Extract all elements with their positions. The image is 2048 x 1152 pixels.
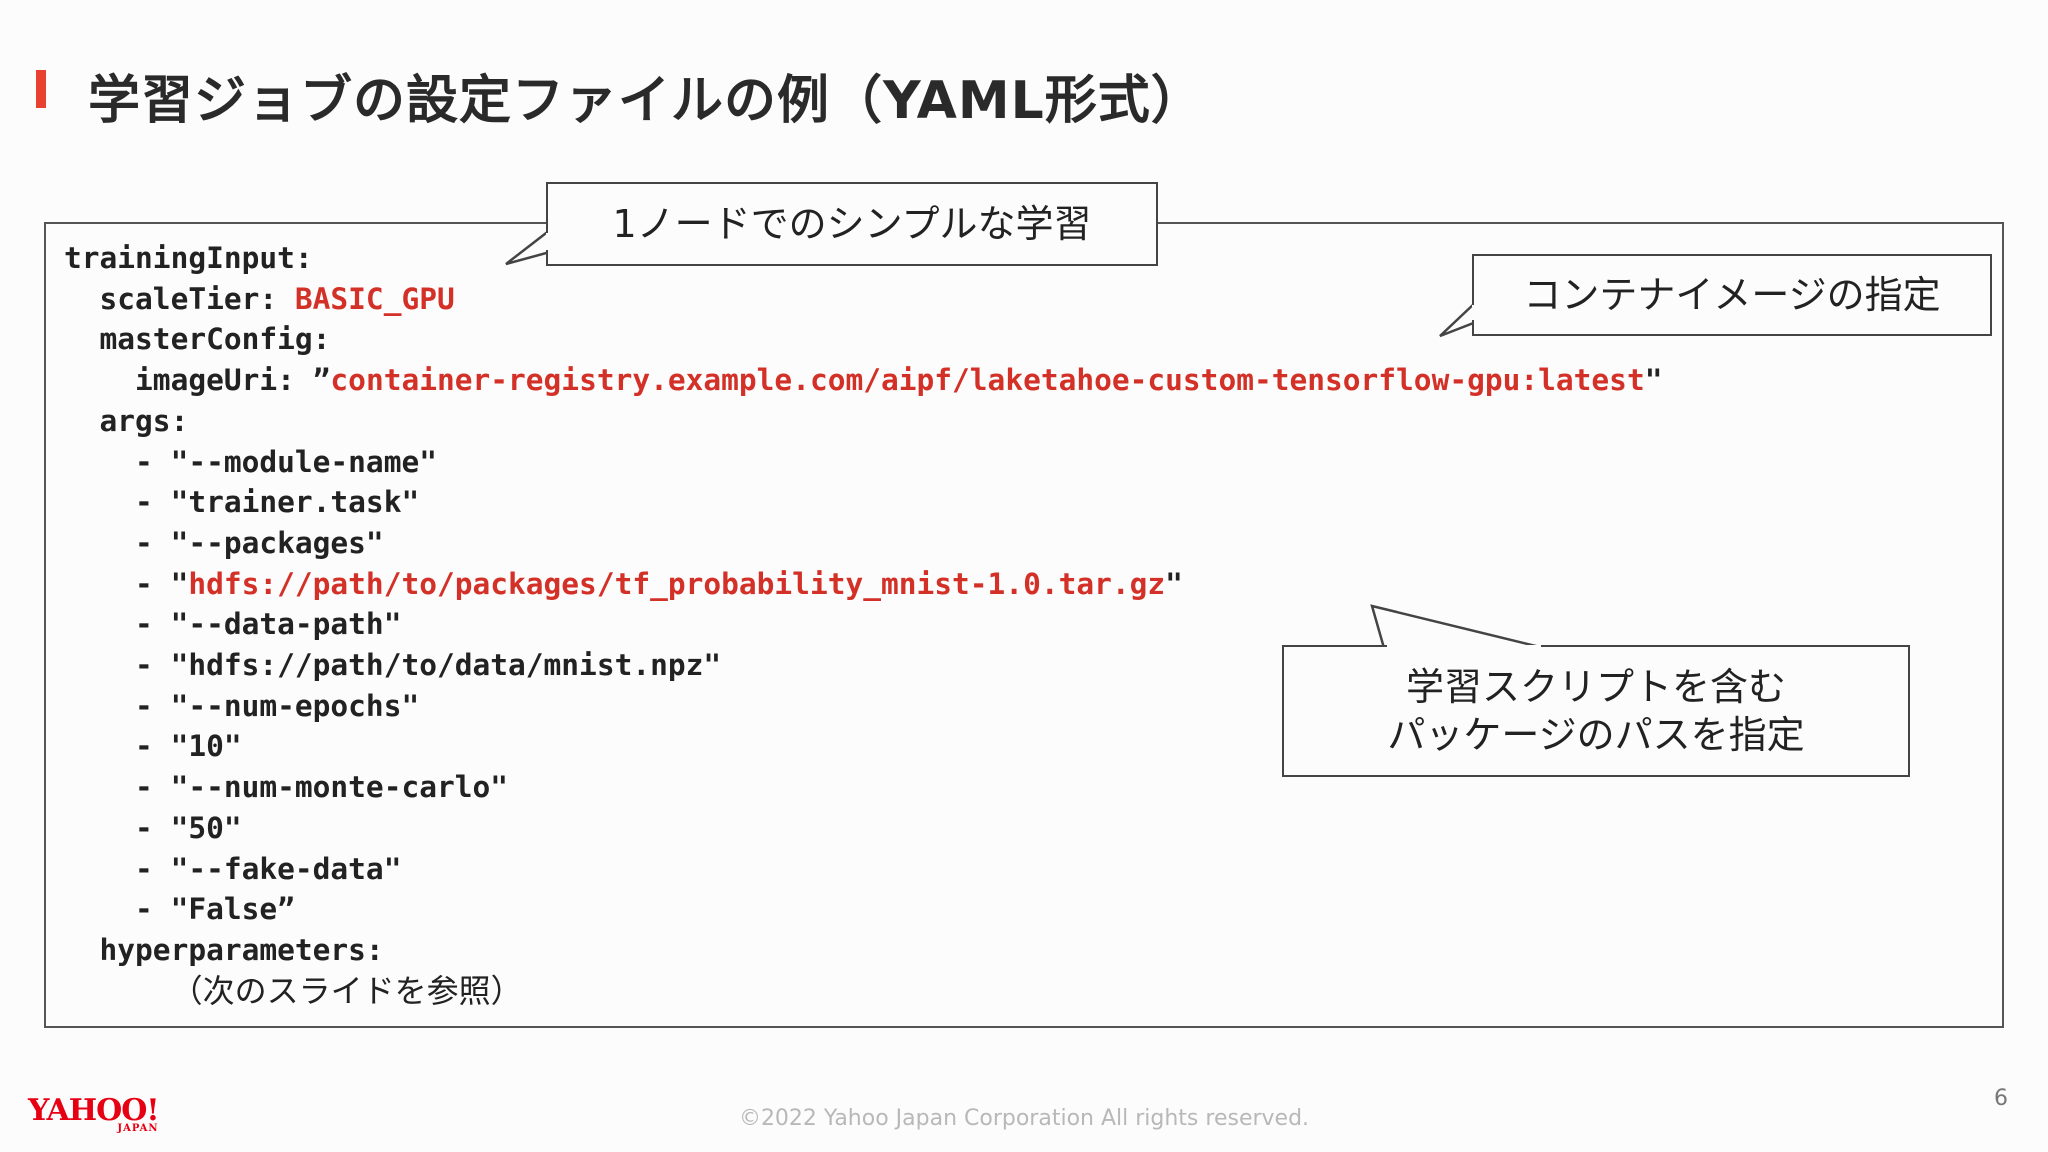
callout-package-path: 学習スクリプトを含む パッケージのパスを指定 [1282,645,1910,777]
code-highlight: BASIC_GPU [294,281,455,316]
code-line: - "10" [64,729,242,764]
code-quote: " [1165,566,1183,601]
code-line: - "--fake-data" [64,851,402,886]
code-line: trainingInput: [64,241,313,275]
code-line: - "--packages" [64,525,384,560]
callout-text: パッケージのパスを指定 [1387,713,1805,757]
page-number: 6 [1994,1086,2008,1111]
yahoo-japan-logo: YAHOO! JAPAN [28,1093,160,1134]
code-line: - "50" [64,810,242,845]
code-line: masterConfig: [64,322,331,357]
title-accent-bar [36,70,46,108]
code-line: - "hdfs://path/to/data/mnist.npz" [64,648,722,683]
code-line: - "--module-name" [64,444,437,479]
code-line: - "False” [64,892,295,927]
callout-text: 学習スクリプトを含む [1405,665,1786,709]
code-line: hyperparameters: [64,932,384,967]
code-quote: " [1644,363,1663,398]
slide-title: 学習ジョブの設定ファイルの例（YAML形式） [88,71,1204,131]
code-highlight: hdfs://path/to/packages/tf_probability_m… [188,566,1166,601]
logo-subtext: JAPAN [117,1123,159,1134]
code-comment: （次のスライドを参照） [170,971,523,1010]
copyright-notice: ©2022 Yahoo Japan Corporation All rights… [738,1106,1310,1131]
code-line: scaleTier: [64,281,295,316]
code-line: - "--num-epochs" [64,688,420,723]
callout-single-node: 1ノードでのシンプルな学習 [546,182,1158,266]
yaml-code-box: trainingInput: scaleTier: BASIC_GPU mast… [44,222,2004,1028]
code-highlight: container-registry.example.com/aipf/lake… [330,363,1645,398]
callout-text: コンテナイメージの指定 [1523,273,1941,317]
yaml-code: trainingInput: scaleTier: BASIC_GPU mast… [64,238,1662,1012]
code-line: imageUri: ” [64,363,331,398]
code-line: - "trainer.task" [64,485,420,520]
callout-text: 1ノードでのシンプルな学習 [612,202,1092,246]
code-line: - "--num-monte-carlo" [64,770,509,805]
code-line: - " [64,566,189,601]
code-line: - "--data-path" [64,607,402,642]
callout-container-image: コンテナイメージの指定 [1472,254,1992,336]
code-line: args: [64,403,189,438]
logo-text: YAHOO! [28,1093,160,1128]
